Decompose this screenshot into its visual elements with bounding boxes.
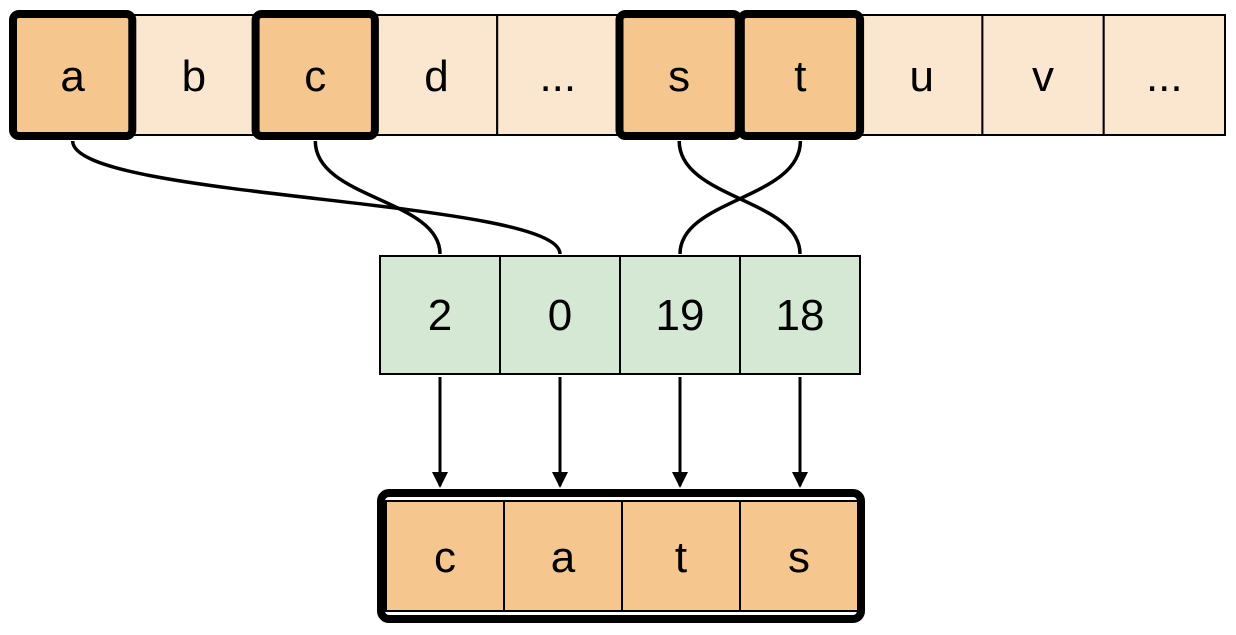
index-row: 2 0 19 18 — [379, 255, 861, 375]
index-value-0: 0 — [548, 291, 572, 340]
index-to-output-arrows — [432, 377, 808, 488]
output-cell-t — [621, 500, 741, 612]
index-value-2: 2 — [428, 291, 452, 340]
output-label-a: a — [551, 533, 576, 582]
index-cell-19 — [619, 255, 741, 375]
output-label-c: c — [434, 533, 456, 582]
connector-a-to-0 — [70, 140, 562, 255]
alphabet-cell-ellipsis-2 — [1102, 14, 1226, 136]
connector-t-to-19 — [678, 140, 803, 255]
alphabet-label-a: a — [60, 52, 85, 101]
alphabet-cell-ellipsis-1 — [496, 14, 620, 136]
alphabet-label-ellipsis-2: ... — [1146, 52, 1183, 101]
alphabet-cell-b — [132, 14, 256, 136]
output-row: c a t s — [377, 489, 865, 623]
output-cell-s — [739, 500, 859, 612]
highlight-cell-a — [9, 10, 137, 140]
alphabet-label-d: d — [424, 52, 448, 101]
connector-c-to-2 — [313, 140, 442, 255]
index-cell-18 — [739, 255, 861, 375]
alphabet-label-t: t — [794, 52, 806, 101]
alphabet-label-c: c — [304, 52, 326, 101]
char-to-index-connectors — [70, 140, 803, 255]
alphabet-cell-v — [981, 14, 1105, 136]
index-cell-2 — [379, 255, 501, 375]
output-label-s: s — [788, 533, 810, 582]
index-value-18: 18 — [776, 291, 825, 340]
output-label-t: t — [675, 533, 687, 582]
alphabet-label-u: u — [909, 52, 933, 101]
output-cell-a — [503, 500, 623, 612]
index-value-19: 19 — [656, 291, 705, 340]
alphabet-label-s: s — [668, 52, 690, 101]
highlight-cell-t — [736, 10, 865, 140]
alphabet-label-v: v — [1032, 52, 1054, 101]
highlight-cell-c — [251, 10, 379, 140]
alphabet-label-ellipsis-1: ... — [539, 52, 576, 101]
alphabet-label-b: b — [182, 52, 206, 101]
alphabet-row: a b c d ... s t u v ... — [9, 10, 1226, 140]
